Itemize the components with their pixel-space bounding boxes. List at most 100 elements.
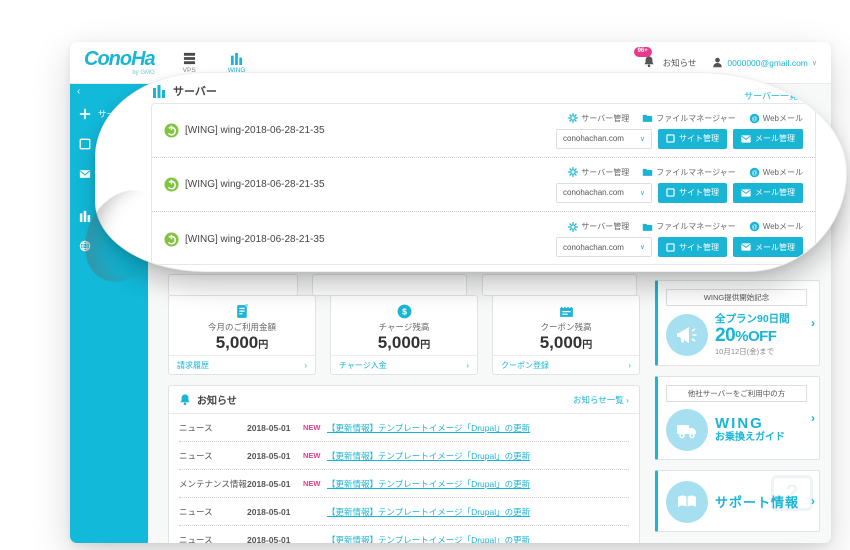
billing-card-body: 今月のご利用金額 5,000円 — [169, 296, 315, 355]
server-links: サーバー管理 ファイルマネージャー @ Webメール — [568, 167, 803, 178]
mail-manage-button[interactable]: メール管理 — [733, 182, 803, 203]
magnifier-bubble: サーバー サーバー一覧 [WING] wing-2018-06-28-21-35… — [95, 72, 847, 272]
nav-item-vps[interactable]: VPS — [183, 52, 196, 74]
coupon-register-link[interactable]: クーポン登録 › — [493, 355, 639, 374]
sidebar-item-network[interactable] — [70, 231, 148, 261]
webmail-icon: @ — [749, 221, 759, 232]
promo-text: 全プラン90日間 20%OFF 10月12日(金)まで — [715, 313, 790, 357]
chevron-right-icon: › — [628, 360, 631, 370]
news-panel: お知らせ お知らせ一覧 › ニュース 2018-05-01 NEW 【更新情報】… — [168, 385, 640, 543]
logo-subtext: by GMO — [132, 70, 155, 76]
server-name: [WING] wing-2018-06-28-21-35 — [164, 123, 325, 138]
server-manage-link[interactable]: サーバー管理 — [568, 221, 629, 232]
promo-line: サポート情報 — [715, 495, 800, 511]
webmail-link[interactable]: @ Webメール — [749, 113, 803, 124]
site-manage-button[interactable]: サイト管理 — [658, 237, 727, 257]
file-manager-link[interactable]: ファイルマネージャー — [642, 167, 736, 178]
billing-card-coupon: クーポン残高 5,000円 クーポン登録 › — [492, 295, 640, 375]
file-manager-link[interactable]: ファイルマネージャー — [642, 221, 736, 232]
svg-text:@: @ — [751, 170, 757, 176]
sidebar-collapse-button[interactable]: ‹ — [77, 86, 81, 97]
billing-card-amount: 5,000円 — [377, 332, 431, 352]
server-stack-icon — [183, 52, 195, 64]
file-manager-link[interactable]: ファイルマネージャー — [642, 113, 736, 124]
truck-icon — [677, 424, 696, 438]
domain-select[interactable]: conohachan.com ∨ — [556, 237, 652, 257]
building-icon — [230, 52, 243, 65]
webmail-link[interactable]: @ Webメール — [749, 167, 803, 178]
server-name: [WING] wing-2018-06-28-21-35 — [164, 177, 325, 192]
mail-icon — [741, 243, 751, 251]
promo-tag: 他社サーバーをご利用中の方 — [666, 384, 807, 402]
folder-icon — [643, 114, 653, 122]
server-links: サーバー管理 ファイルマネージャー @ Webメール — [568, 113, 803, 124]
promo-campaign-card[interactable]: WING提供開始記念 全プラン90日間 20%OFF 10月12日(金)まで › — [655, 280, 820, 366]
domain-select[interactable]: conohachan.com ∨ — [556, 182, 652, 203]
news-date: 2018-05-01 — [247, 422, 291, 433]
new-badge: NEW — [303, 479, 321, 488]
new-badge: NEW — [303, 423, 321, 432]
chevron-right-icon: › — [811, 315, 815, 330]
logo-text: ConoHa — [84, 48, 156, 70]
server-manage-link[interactable]: サーバー管理 — [568, 167, 629, 178]
folder-icon — [643, 168, 653, 176]
promo-body: サポート情報 — [666, 480, 807, 523]
news-row: ニュース 2018-05-01 NEW 【更新情報】テンプレートイメージ「Dru… — [179, 442, 629, 470]
chevron-down-icon: ∨ — [639, 135, 645, 143]
news-row: ニュース 2018-05-01 【更新情報】テンプレートイメージ「Drupal」… — [179, 498, 629, 526]
news-row: ニュース 2018-05-01 NEW 【更新情報】テンプレートイメージ「Dru… — [179, 414, 629, 442]
server-row-stub — [312, 274, 467, 296]
folder-icon — [643, 223, 653, 231]
news-article-link[interactable]: 【更新情報】テンプレートイメージ「Drupal」の更新 — [327, 422, 531, 433]
header-account-area: 96+ お知らせ 0000000@gmail.com ∨ — [633, 47, 817, 70]
news-category: ニュース — [179, 506, 213, 517]
site-icon — [79, 138, 91, 150]
nav-item-wing[interactable]: WING — [228, 52, 245, 74]
news-article-link[interactable]: 【更新情報】テンプレートイメージ「Drupal」の更新 — [327, 534, 531, 544]
webmail-icon: @ — [749, 113, 759, 123]
server-controls: サーバー管理 ファイルマネージャー @ Webメール conohachan.co… — [556, 113, 803, 149]
nav-label: VPS — [182, 66, 196, 74]
domain-select[interactable]: conohachan.com ∨ — [556, 128, 652, 149]
invoice-icon — [236, 303, 248, 318]
sidebar-item-server[interactable] — [70, 201, 148, 231]
webmail-link[interactable]: @ Webメール — [749, 221, 803, 232]
gear-icon — [568, 167, 579, 177]
site-manage-button[interactable]: サイト管理 — [658, 128, 727, 149]
news-article-link[interactable]: 【更新情報】テンプレートイメージ「Drupal」の更新 — [327, 506, 531, 517]
server-manage-link[interactable]: サーバー管理 — [568, 113, 629, 124]
notifications-button[interactable]: 96+ — [633, 47, 655, 70]
news-row: メンテナンス情報 2018-05-01 NEW 【更新情報】テンプレートイメージ… — [179, 470, 629, 498]
news-category: メンテナンス情報 — [179, 478, 247, 489]
account-email: 0000000@gmail.com — [727, 57, 808, 68]
server-row-stub — [482, 274, 637, 296]
bell-icon — [643, 56, 654, 68]
server-row-stub — [168, 274, 298, 296]
news-list-link[interactable]: お知らせ一覧 › — [572, 394, 629, 405]
server-panel-header: サーバー — [152, 83, 217, 99]
user-icon — [713, 57, 723, 68]
promo-support-card[interactable]: ? サポート情報 › — [655, 469, 820, 532]
billing-card-label: クーポン残高 — [540, 321, 592, 332]
chevron-down-icon: ∨ — [639, 244, 645, 251]
news-article-link[interactable]: 【更新情報】テンプレートイメージ「Drupal」の更新 — [327, 450, 531, 461]
billing-cards: 今月のご利用金額 5,000円 請求履歴 › $ チャージ残高 5,000円 チ… — [168, 295, 640, 375]
domain-select-value: conohachan.com — [563, 242, 624, 252]
billing-history-link[interactable]: 請求履歴 › — [169, 355, 315, 374]
charge-deposit-link[interactable]: チャージ入金 › — [331, 355, 477, 374]
site-manage-button[interactable]: サイト管理 — [658, 182, 727, 203]
mail-manage-button[interactable]: メール管理 — [733, 128, 803, 149]
server-list-link[interactable]: サーバー一覧 — [744, 91, 798, 101]
book-icon — [678, 495, 696, 507]
gear-icon — [568, 113, 579, 123]
news-article-link[interactable]: 【更新情報】テンプレートイメージ「Drupal」の更新 — [327, 478, 531, 489]
domain-select-value: conohachan.com — [563, 134, 624, 143]
account-menu[interactable]: 0000000@gmail.com ∨ — [712, 57, 817, 68]
mail-manage-button[interactable]: メール管理 — [733, 237, 803, 257]
news-date: 2018-05-01 — [247, 506, 291, 517]
notifications-label[interactable]: お知らせ — [662, 57, 697, 68]
conoha-logo[interactable]: ConoHa by GMO — [84, 48, 156, 76]
mail-icon — [79, 170, 91, 178]
billing-card-charge: $ チャージ残高 5,000円 チャージ入金 › — [330, 295, 478, 375]
promo-migration-card[interactable]: 他社サーバーをご利用中の方 WING お乗換えガイド › — [655, 375, 820, 460]
